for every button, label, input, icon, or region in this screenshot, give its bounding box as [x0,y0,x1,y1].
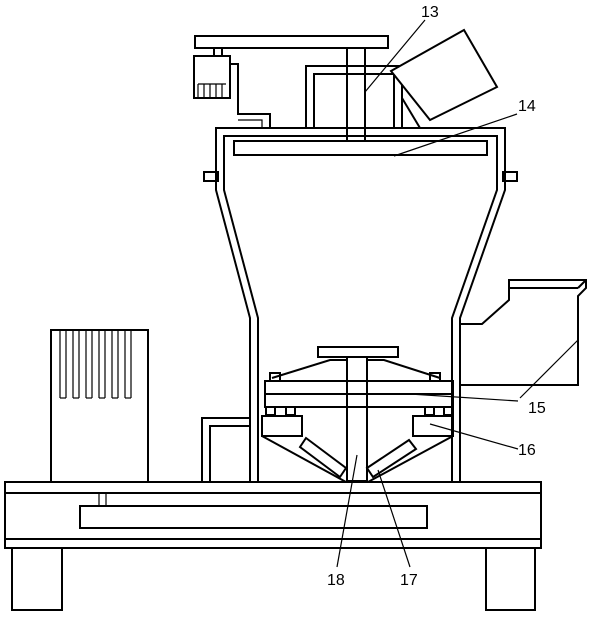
top-drive [193,35,403,142]
top-motor [193,55,231,99]
base-plate [79,505,428,529]
leader-lines [336,19,579,568]
discharge-chute [460,279,587,386]
rotor-shaft [346,356,368,482]
blade-right [365,438,418,479]
side-pipe-inner [209,425,250,482]
label-18: 18 [327,572,345,589]
main-vessel [203,127,518,482]
hammer-block-left [261,415,303,437]
label-14: 14 [518,98,536,115]
label-16: 16 [518,442,536,459]
top-shaft [346,47,366,142]
feed-hopper [389,28,499,129]
base-frame [4,481,542,611]
label-13: 13 [421,4,439,21]
lower-rotor [261,346,454,483]
flange-tab-right [502,171,518,182]
motor-left [50,329,149,483]
base-leg-left [11,547,63,611]
label-15: 15 [528,400,546,417]
hammer-block-right [412,415,454,437]
top-distribution-plate [233,140,488,156]
top-bar [194,35,389,49]
side-pipe-outer [201,417,250,482]
label-17: 17 [400,572,418,589]
flange-tab-left [203,171,219,182]
blade-left [298,436,348,479]
base-platform [4,481,542,549]
rotor-cap [317,346,399,358]
base-leg-right [485,547,536,611]
